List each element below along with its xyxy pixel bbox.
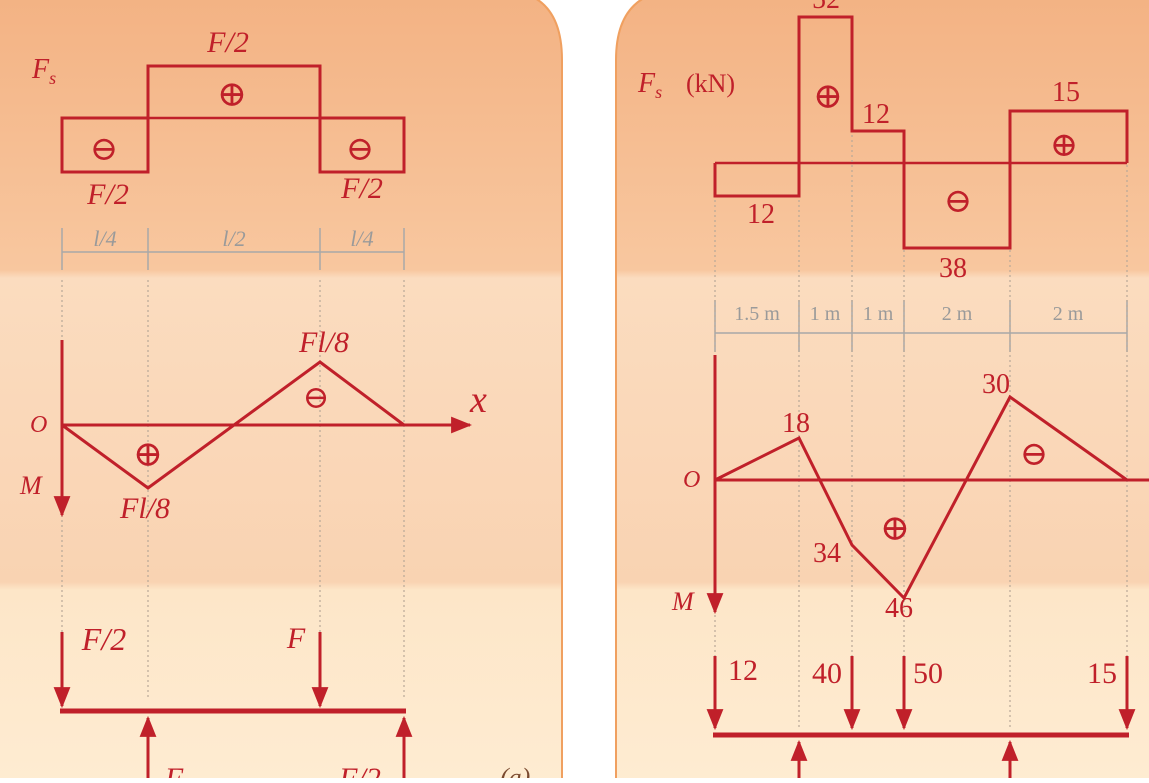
left-shear-diagram [60,64,406,174]
right-panel: Fs (kN) 52 12 12 15 38 ⊕ ⊖ ⊕ 1.5 m 1 m 1… [615,0,1149,783]
left-moment-negative-sign: ⊖ [303,379,330,415]
right-shear-positive-sign-2: ⊕ [1050,127,1079,164]
right-moment-negative-sign: ⊖ [1020,436,1049,473]
right-moment-value-18: 18 [782,408,810,439]
left-moment-diagram [53,340,473,518]
left-moment-origin: O [30,412,47,438]
left-dimension-3: l/4 [350,226,373,251]
right-shear-axis-label: Fs [637,68,662,102]
right-shear-unit: (kN) [686,69,735,98]
left-figure-tag: (a) [500,763,530,778]
left-shear-positive-sign: ⊕ [217,74,247,114]
right-guide-lines [714,135,1128,730]
left-shear-bottom-right-value: F/2 [340,172,383,205]
right-shear-negative-sign: ⊖ [944,183,973,220]
left-shear-axis-label: Fs [31,54,56,88]
left-dimension-line [61,228,405,270]
right-moment-positive-sign: ⊕ [880,508,910,548]
right-moment-axis-label: M [671,587,695,616]
left-dimension-2: l/2 [222,226,245,251]
right-moment-value-34: 34 [813,538,841,569]
right-moment-diagram [706,355,1149,615]
right-shear-value-12-lower: 12 [747,199,775,230]
right-dimension-4: 2 m [942,303,973,325]
left-shear-bottom-left-value: F/2 [86,178,129,211]
left-shear-negative-sign-left: ⊖ [90,131,119,168]
right-dimension-1: 1.5 m [734,303,780,325]
left-load-right-label: F [286,622,306,655]
right-shear-diagram [713,15,1129,250]
right-load-2: 40 [812,657,842,690]
right-load-1: 12 [728,654,758,687]
right-load-3: 50 [913,657,943,690]
left-load-left-label: F/2 [81,621,126,657]
right-dimension-2: 1 m [810,303,841,325]
right-shear-value-12-upper: 12 [862,99,890,130]
left-shear-negative-sign-right: ⊖ [346,131,375,168]
left-panel: Fs F/2 F/2 F/2 ⊕ ⊖ ⊖ l/4 l/2 l/4 [0,0,563,783]
left-moment-axis-label: M [19,471,43,500]
left-reaction-right-label: F/2 [338,762,381,778]
right-moment-value-46: 46 [885,593,913,624]
right-dimension-5: 2 m [1053,303,1084,325]
left-reaction-left-label: F [164,762,184,778]
left-moment-peak-value: Fl/8 [298,326,349,359]
right-shear-value-top: 52 [812,0,840,15]
left-moment-positive-sign: ⊕ [133,434,163,474]
right-dimension-3: 1 m [863,303,894,325]
left-shear-top-value: F/2 [206,26,249,59]
right-load-4: 15 [1087,657,1117,690]
right-shear-value-15: 15 [1052,77,1080,108]
left-dimension-1: l/4 [93,226,116,251]
right-moment-origin: O [683,467,700,493]
right-moment-value-30: 30 [982,369,1010,400]
right-shear-positive-sign-1: ⊕ [813,76,843,116]
left-moment-valley-value: Fl/8 [119,492,170,525]
right-shear-value-38: 38 [939,253,967,284]
left-x-axis-label: x [469,379,487,421]
